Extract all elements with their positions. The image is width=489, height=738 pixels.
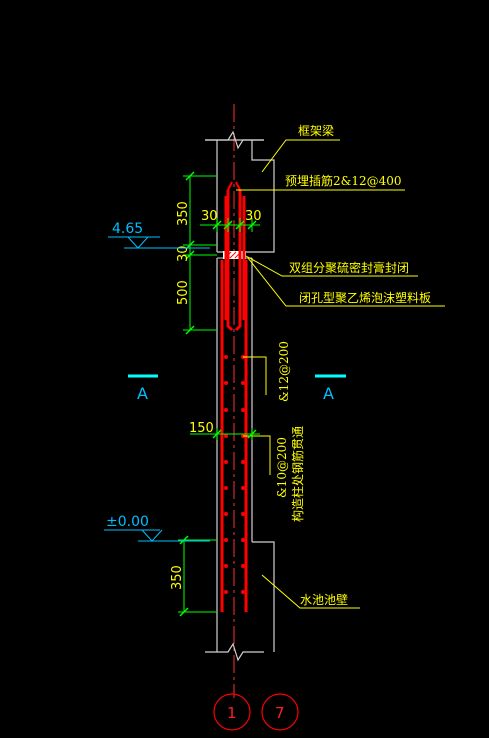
elevation-mark-ground	[104, 529, 210, 542]
dim-bottom-embed: 350	[170, 565, 185, 590]
grid-bubble-7-label: 7	[275, 704, 285, 722]
dim-width: 150	[189, 421, 214, 436]
label-rebar-horizontal: &10@200	[275, 437, 289, 498]
dimension-lines	[178, 175, 260, 613]
dim-foam: 500	[176, 280, 191, 305]
dim-cover-left: 30	[201, 209, 218, 224]
elevation-top-label: 4.65	[112, 221, 143, 237]
leader-lines	[236, 139, 445, 609]
elevation-ground-label: ±0.00	[106, 514, 149, 530]
label-dowel: 预埋插筋2&12@400	[285, 173, 402, 188]
label-pool-wall: 水池池壁	[300, 592, 348, 607]
section-mark-left-label: A	[137, 384, 148, 403]
sealant-block	[223, 251, 246, 259]
grid-bubble-1-label: 1	[227, 704, 237, 722]
label-beam: 框架梁	[298, 123, 334, 138]
label-foam-board: 闭孔型聚乙烯泡沫塑料板	[299, 290, 431, 305]
section-mark-right-label: A	[323, 384, 334, 403]
label-sealant: 双组分聚硫密封膏封闭	[289, 260, 409, 275]
dim-cover-right: 30	[245, 209, 262, 224]
dim-top-embed: 350	[176, 201, 191, 226]
horizontal-rebar-dots	[224, 355, 245, 594]
bottom-break-mark	[205, 642, 264, 662]
dim-gap: 30	[176, 245, 191, 262]
dowel-hooks	[227, 181, 241, 191]
dimension-ticks	[179, 171, 257, 617]
pool-wall-outline	[216, 258, 275, 652]
grid-bubble-7: 7	[261, 693, 299, 731]
top-break-mark	[205, 130, 264, 150]
elevation-mark-top	[108, 236, 210, 249]
label-rebar-vertical: &12@200	[277, 341, 291, 402]
label-rebar-horizontal-note: 构造柱处钢筋贯通	[290, 426, 305, 522]
grid-bubble-1: 1	[213, 693, 251, 731]
